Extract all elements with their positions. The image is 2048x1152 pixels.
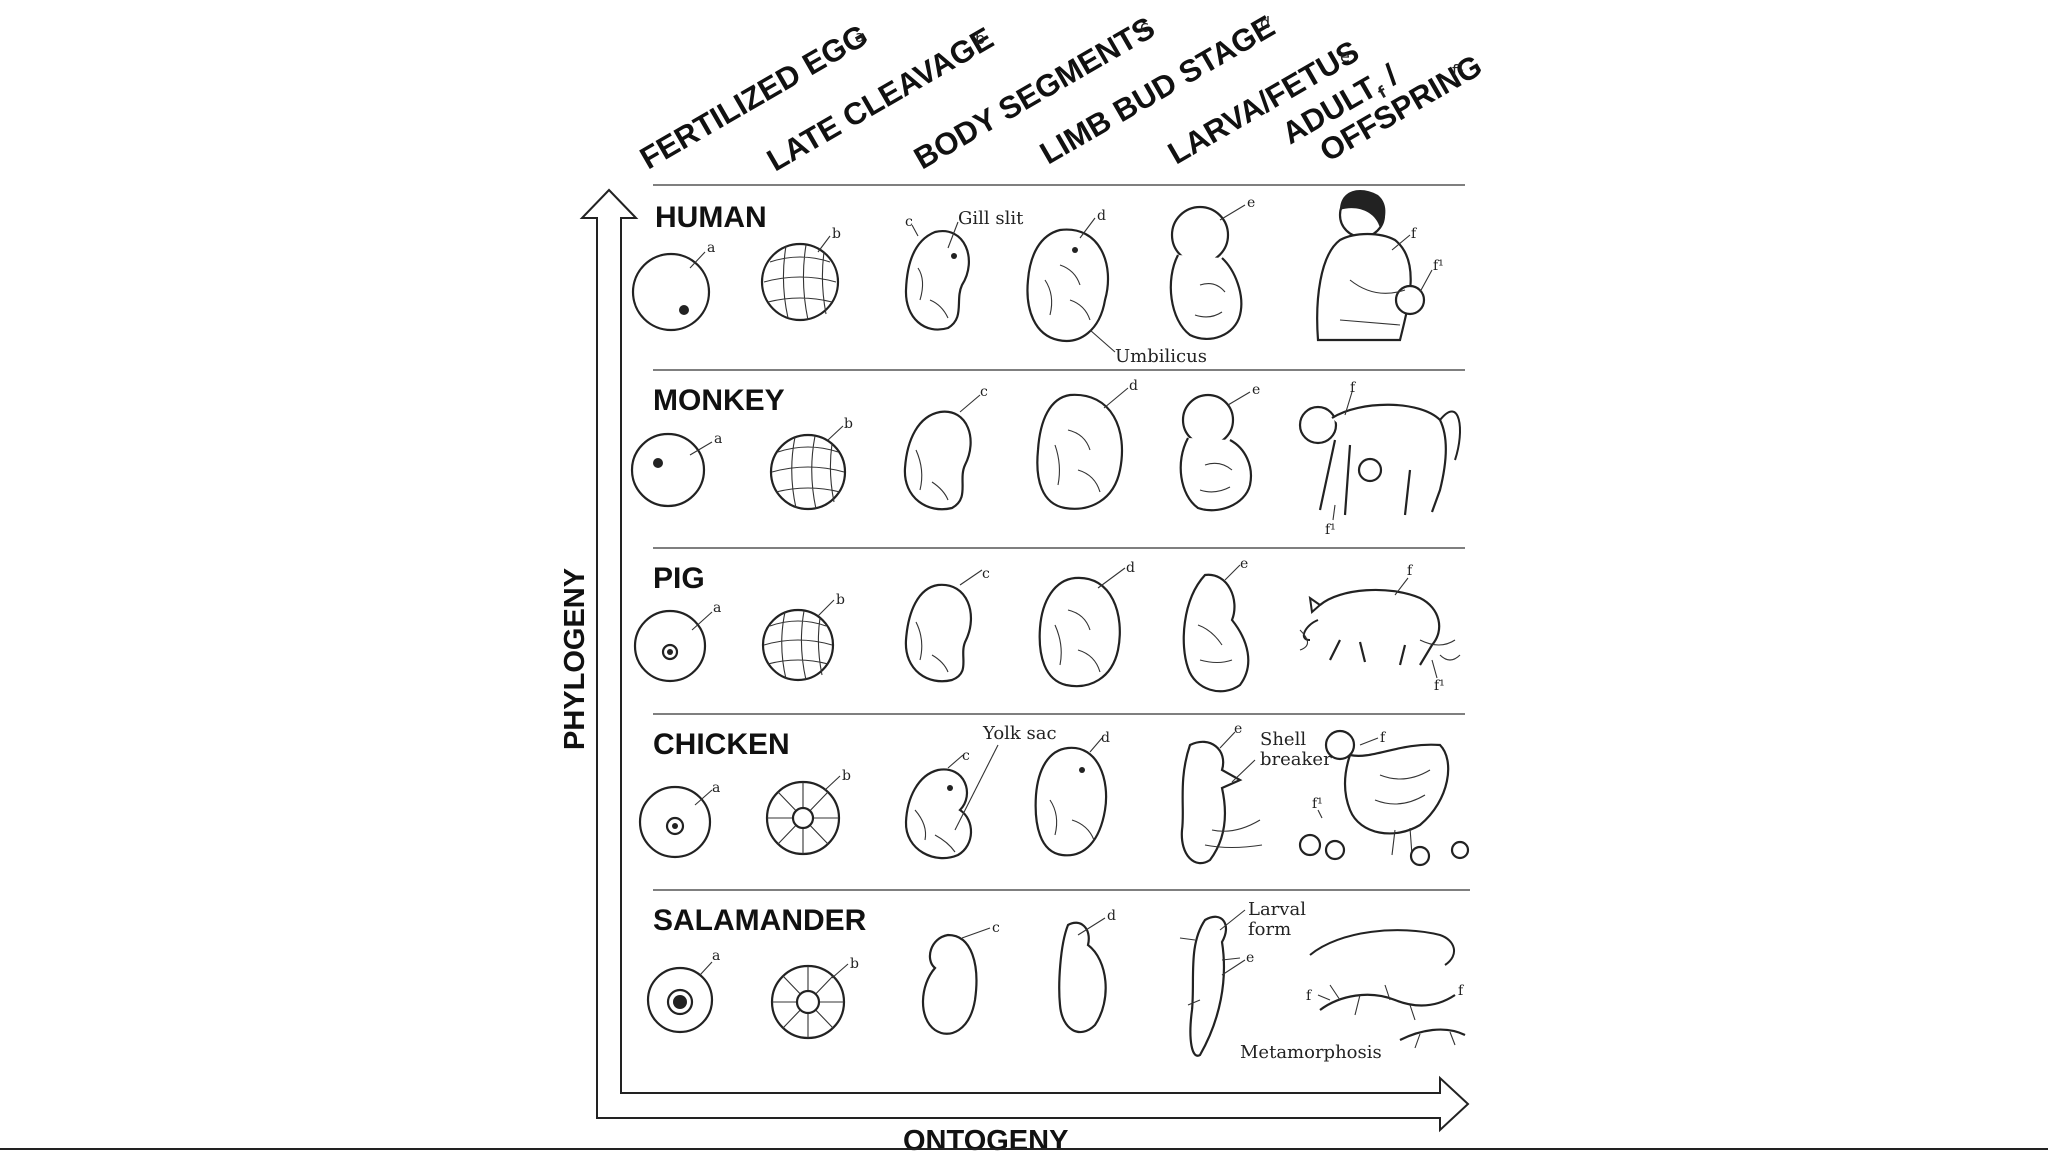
stage-letter: d [1107,908,1116,924]
stage-letter: a [712,948,720,964]
pig-limb-bud-stage: d [1040,560,1135,686]
chicken-body-segments: c Yolk sac [906,723,1057,858]
larval-form-annotation-line2: form [1248,919,1291,940]
column-sup-a: a [855,27,865,46]
row-label-monkey: MONKEY [653,384,785,417]
shell-breaker-annotation-line1: Shell [1260,729,1306,750]
column-header-late-cleavage: LATE CLEAVAGE [761,20,999,178]
stage-letter: a [712,780,720,796]
human-fetus: e [1171,195,1255,339]
metamorphosis-annotation: Metamorphosis [1240,1042,1382,1063]
phylogeny-axis-label: PHYLOGENY [559,568,591,750]
human-adult-mother-child: f f¹ [1317,190,1444,340]
gill-slit-annotation: Gill slit [958,208,1024,229]
monkey-fetus: e [1181,382,1261,510]
monkey-late-cleavage: b [771,416,853,509]
stage-letter: e [1246,950,1254,966]
monkey-body-segments: c [905,384,988,509]
stage-letter: c [982,566,990,582]
stage-letter: f [1350,380,1357,396]
stage-letter: f¹ [1434,678,1445,694]
stage-letter: d [1126,560,1135,576]
ontogeny-axis-label: ONTOGENY [903,1125,1068,1152]
stage-letter: f [1380,730,1387,746]
stage-letter: a [713,600,721,616]
salamander-adult-offspring: f f [1306,930,1465,1048]
pig-adult-offspring: f f¹ [1300,563,1460,694]
stage-letter: c [980,384,988,400]
stage-letter: f [1407,563,1414,579]
stage-letter: a [707,240,715,256]
stage-letter: f¹ [1312,796,1323,812]
stage-letter: a [714,431,722,447]
column-header-fertilized-egg: FERTILIZED EGG [634,17,874,176]
human-late-cleavage: b [762,226,841,320]
stage-letter: b [844,416,853,432]
human-body-segments: c Gill slit [905,208,1024,330]
row-label-salamander: SALAMANDER [653,904,867,937]
chicken-late-cleavage: b [767,768,851,854]
monkey-adult-offspring: f f¹ [1300,380,1460,538]
salamander-late-cleavage: b [772,956,859,1038]
stage-letter: f [1411,226,1418,242]
stage-letter: f [1306,988,1313,1004]
stage-letter: f¹ [1433,258,1444,274]
row-label-human: HUMAN [655,201,767,234]
stage-letter: c [962,748,970,764]
stage-letter: e [1240,556,1248,572]
column-sup-c: c [1140,17,1149,36]
column-sup-d: d [1260,13,1270,32]
monkey-fertilized-egg [632,434,704,506]
pig-fetus: e [1184,556,1249,691]
stage-letter: c [905,214,913,230]
column-header-adult-offspring: ADULTf / OFFSPRING [1276,18,1488,180]
column-sup-b: b [975,29,985,48]
stage-letter: b [842,768,851,784]
stage-letter: f¹ [1325,522,1336,538]
stage-letter: d [1097,208,1106,224]
stage-letter: d [1129,378,1138,394]
salamander-body-segments: c [923,920,1000,1034]
stage-letter: f [1458,983,1465,999]
chicken-limb-bud-stage: d [1036,730,1110,855]
row-label-chicken: CHICKEN [653,728,790,761]
yolk-sac-annotation: Yolk sac [982,723,1057,744]
umbilicus-annotation: Umbilicus [1115,346,1207,367]
row-label-pig: PIG [653,562,705,595]
pig-late-cleavage: b [763,592,845,680]
stage-letter: e [1234,721,1242,737]
salamander-limb-bud-stage: d [1059,908,1116,1032]
pig-body-segments: c [906,566,990,681]
human-fertilized-egg [633,254,709,330]
larval-form-annotation-line1: Larval [1248,899,1306,920]
column-sup-e: e [1340,47,1350,66]
column-headers: FERTILIZED EGG a LATE CLEAVAGE b BODY SE… [634,8,1488,180]
stage-letter: e [1247,195,1255,211]
stage-letter: b [836,592,845,608]
stage-letter: b [832,226,841,242]
egg-nucleus [679,305,689,315]
stage-letter: c [992,920,1000,936]
stage-letter: e [1252,382,1260,398]
column-sup-f1: f¹ [1452,61,1464,80]
stage-letter: d [1101,730,1110,746]
stage-letter: b [850,956,859,972]
shell-breaker-annotation-line2: breaker [1260,749,1332,770]
pig-row-illustrations: a b c d e f f¹ [635,556,1460,694]
salamander-larva: Larval form e Metamorphosis [1180,899,1382,1063]
monkey-limb-bud-stage: d [1037,378,1138,509]
